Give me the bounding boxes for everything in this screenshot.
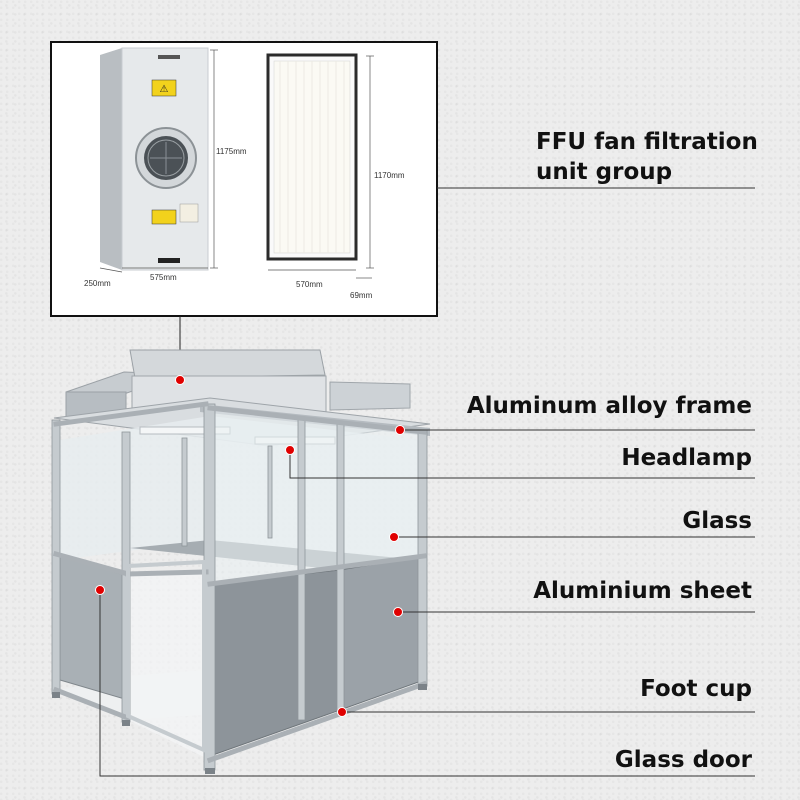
callout-leaders [99,187,755,777]
callout-markers [95,375,405,717]
callout-frame: Aluminum alloy frame [466,393,752,419]
ffu-width-label: 575mm [150,273,177,282]
marker-footcup [337,707,347,717]
marker-door [95,585,105,595]
ffu-depth-label: 250mm [84,279,111,288]
clean-booth [51,349,431,774]
filter-width-label: 570mm [296,280,323,289]
marker-sheet [393,607,403,617]
filter-depth-label: 69mm [350,291,373,300]
marker-frame [395,425,405,435]
callout-ffu-line1: FFU fan filtration [536,129,758,155]
ffu-dimension-lines [99,49,218,273]
callout-ffu: FFU fan filtration unit group [536,127,758,187]
marker-glass [389,532,399,542]
callout-sheet: Aluminium sheet [533,578,752,604]
ffu-unit-image: ⚠ [100,47,209,271]
callout-headlamp: Headlamp [621,445,752,471]
filter-dimension-lines [268,55,374,279]
callout-glass: Glass [682,508,752,534]
marker-headlamp [285,445,295,455]
callout-footcup: Foot cup [640,676,752,702]
callout-ffu-line2: unit group [536,159,673,185]
svg-text:⚠: ⚠ [160,84,169,95]
filter-height-label: 1170mm [374,171,405,180]
callout-door: Glass door [614,747,752,773]
ffu-height-label: 1175mm [216,147,247,156]
marker-ffu [175,375,185,385]
hepa-filter-image [266,53,358,261]
